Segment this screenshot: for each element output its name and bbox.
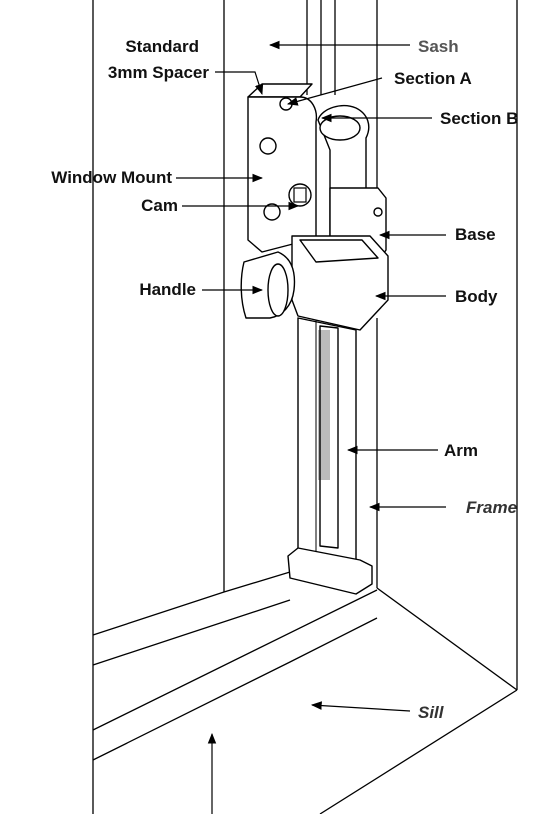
label-cam: Cam — [141, 196, 178, 215]
mount-hole-top — [259, 137, 277, 155]
mount-hole-bottom — [263, 203, 281, 221]
window-mount-plate — [247, 96, 318, 253]
cam-slot — [293, 187, 307, 203]
sash-bottom-rail-lower — [92, 599, 291, 666]
sill-back-edge — [92, 589, 378, 731]
label-section-b: Section B — [440, 109, 518, 128]
sill-front-edge — [319, 689, 518, 814]
label-handle: Handle — [139, 280, 196, 299]
leader-section-a — [286, 77, 383, 106]
label-standard: Standard — [125, 37, 199, 56]
leader-spacer — [215, 71, 264, 96]
leader-lines — [176, 40, 446, 814]
arm-assembly — [287, 317, 373, 595]
label-window-mount: Window Mount — [51, 168, 172, 187]
label-base: Base — [455, 225, 496, 244]
label-frame: Frame — [466, 498, 517, 517]
sill-mid-edge — [92, 617, 378, 761]
frame-structure — [92, 0, 518, 814]
leader-sill — [310, 701, 411, 712]
label-spacer: 3mm Spacer — [108, 63, 209, 82]
spacer-plate — [247, 83, 313, 98]
body-top-face — [299, 239, 379, 263]
base-hole — [373, 207, 383, 217]
label-sash: Sash — [418, 37, 459, 56]
arm-foot — [287, 547, 373, 595]
label-sill: Sill — [418, 703, 445, 722]
arm-slot — [319, 325, 339, 549]
labels: Standard 3mm Spacer Sash Section A Secti… — [51, 37, 518, 722]
arm-slot-shading — [318, 330, 330, 480]
sill-right-corner — [376, 587, 518, 691]
arm-rod-cap — [319, 115, 361, 141]
sash-bottom-rail — [92, 571, 291, 636]
label-section-a: Section A — [394, 69, 472, 88]
label-body: Body — [455, 287, 498, 306]
handle-face — [267, 263, 289, 317]
body-housing-assembly — [240, 235, 389, 331]
label-arm: Arm — [444, 441, 478, 460]
